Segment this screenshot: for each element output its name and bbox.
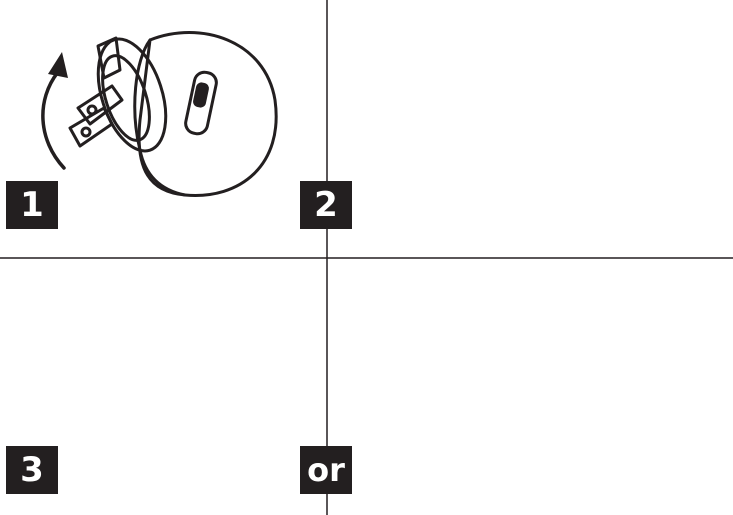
- step-2-badge: 2: [300, 181, 352, 229]
- step-1-badge: 1: [6, 181, 58, 229]
- step-3-badge: 3: [6, 446, 58, 494]
- panel-1-fold-prongs: [41, 31, 278, 197]
- night-light-device-tilted: [68, 31, 278, 197]
- curved-arrow-up-icon: [41, 52, 68, 170]
- or-badge: or: [300, 446, 352, 494]
